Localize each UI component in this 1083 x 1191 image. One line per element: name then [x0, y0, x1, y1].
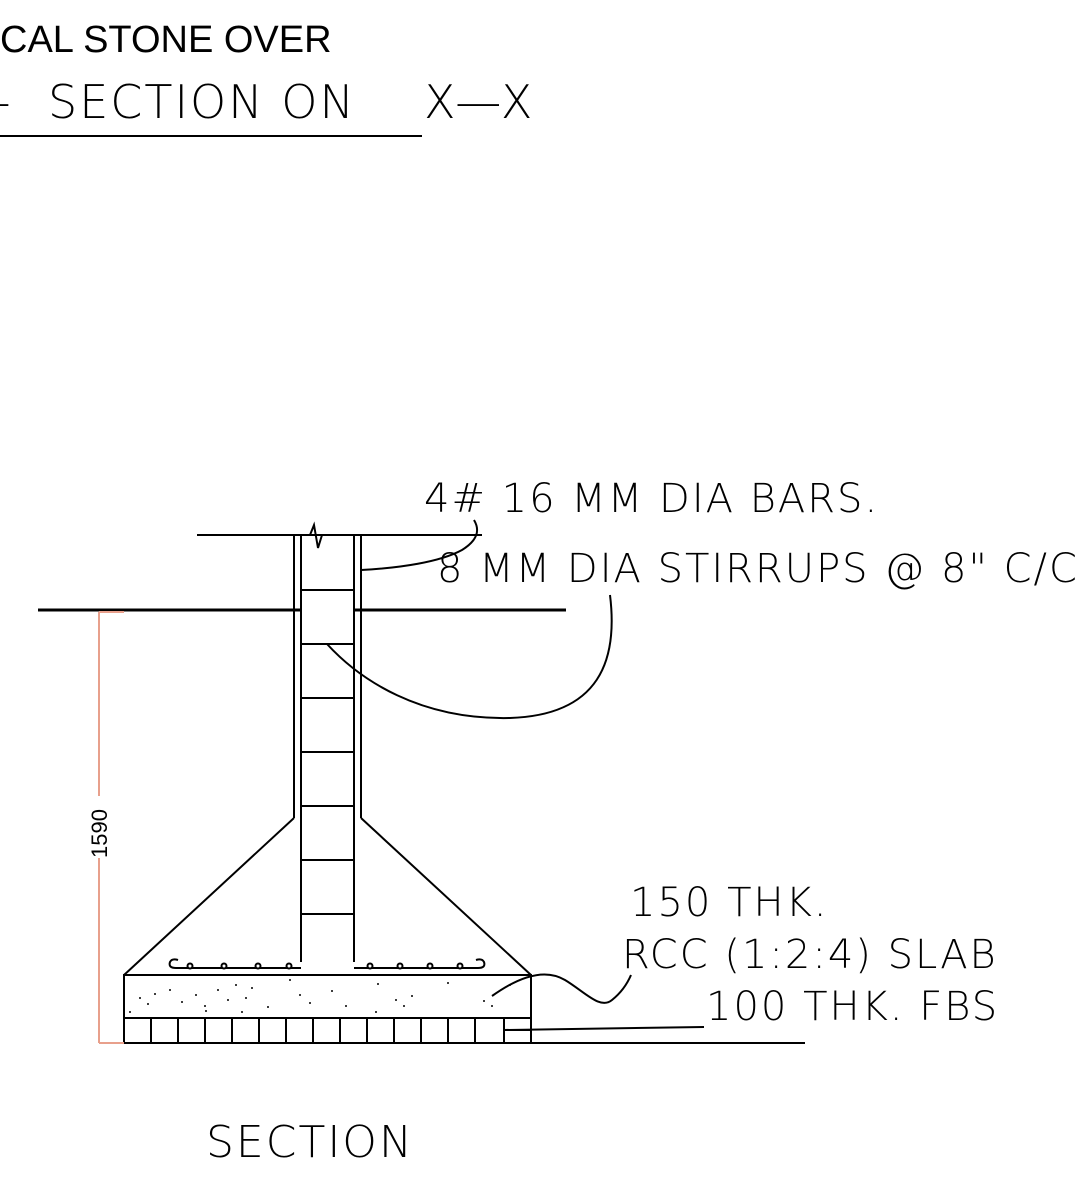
stirrups-annotation: 8 MM DIA STIRRUPS @ 8" C/C. — [437, 546, 1083, 592]
footing-slopes — [123, 817, 532, 976]
section-label: SECTION — [206, 1117, 414, 1168]
concrete-hatch — [129, 979, 511, 1013]
section-title-prefix: - — [0, 75, 13, 129]
slab-thickness-annotation: 150 THK. — [630, 880, 829, 926]
stirrups — [301, 589, 354, 915]
bars-annotation: 4# 16 MM DIA BARS. — [424, 476, 879, 522]
dimension-value: 1590 — [87, 809, 112, 858]
break-symbol — [309, 521, 323, 549]
header-line: CAL STONE OVER — [0, 19, 332, 61]
section-title: SECTION ON — [48, 75, 356, 129]
bar-dots — [186, 962, 464, 970]
slab-spec-annotation: RCC (1:2:4) SLAB — [622, 932, 998, 978]
column — [293, 535, 362, 962]
fbs-annotation: 100 THK. FBS — [706, 984, 999, 1030]
leader-lines — [326, 519, 705, 1031]
fbs-brick-joints — [150, 1018, 531, 1043]
fbs-layer — [123, 1017, 532, 1044]
section-title-suffix: X—X — [424, 75, 534, 129]
rcc-slab — [123, 974, 532, 1019]
bottom-reinforcement — [168, 958, 486, 969]
